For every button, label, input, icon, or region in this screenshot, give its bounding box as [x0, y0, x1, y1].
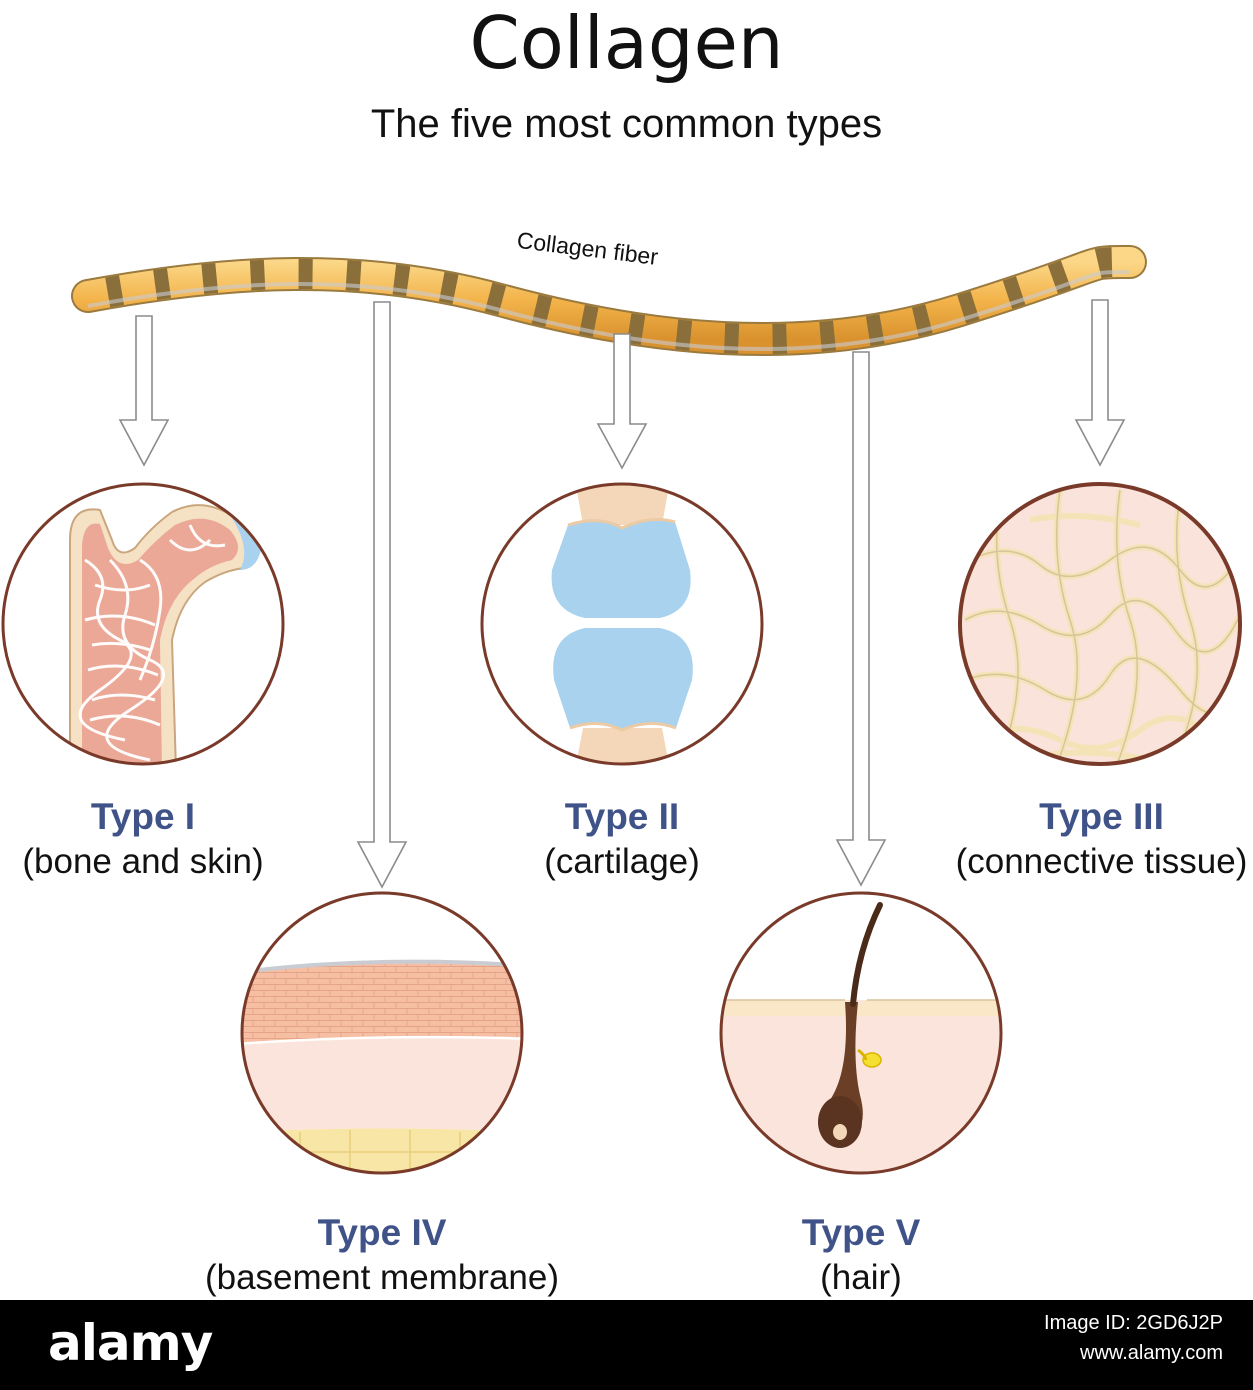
bone-illustration [1, 482, 285, 766]
label-type-5: Type V (hair) [710, 1210, 1012, 1300]
arrow-type-1 [118, 315, 170, 467]
arrow-type-2 [596, 333, 648, 470]
type-name: Type IV [317, 1212, 447, 1253]
type-description: (bone and skin) [22, 842, 264, 881]
collagen-diagram: Collagen fiber [1, 227, 1242, 1175]
type-name: Type I [90, 796, 196, 837]
arrows [118, 299, 1126, 889]
label-type-4: Type IV (basement membrane) [182, 1210, 582, 1300]
image-id: Image ID: 2GD6J2P [1044, 1312, 1223, 1334]
type-description: (cartilage) [544, 842, 700, 881]
type-name: Type III [1039, 796, 1164, 837]
type-name: Type II [564, 796, 680, 837]
page-subtitle: The five most common types [370, 102, 883, 146]
label-type-2: Type II (cartilage) [470, 794, 774, 884]
type-description: (hair) [820, 1258, 902, 1297]
footer-info: Image ID: 2GD6J2P www.alamy.com [1044, 1308, 1223, 1368]
label-type-1: Type I (bone and skin) [0, 794, 286, 884]
arrow-type-3 [1074, 299, 1126, 467]
arrow-type-5 [835, 351, 887, 887]
hair-illustration [719, 891, 1003, 1175]
type-description: (connective tissue) [955, 842, 1248, 881]
footer-bar: alamy Image ID: 2GD6J2P www.alamy.com [0, 1300, 1253, 1390]
type-name: Type V [801, 1212, 921, 1253]
fiber-label: Collagen fiber [516, 227, 660, 270]
brand-logo: alamy [48, 1314, 213, 1372]
collagen-fiber [71, 244, 1147, 357]
site-link[interactable]: www.alamy.com [1080, 1342, 1223, 1364]
page-title: Collagen [469, 1, 784, 85]
type-description: (basement membrane) [204, 1258, 560, 1297]
basement-membrane-illustration [240, 891, 524, 1175]
label-type-3: Type III (connective tissue) [950, 794, 1253, 884]
cartilage-illustration [480, 482, 764, 766]
connective-tissue-illustration [958, 482, 1242, 766]
arrow-type-4 [356, 301, 408, 889]
